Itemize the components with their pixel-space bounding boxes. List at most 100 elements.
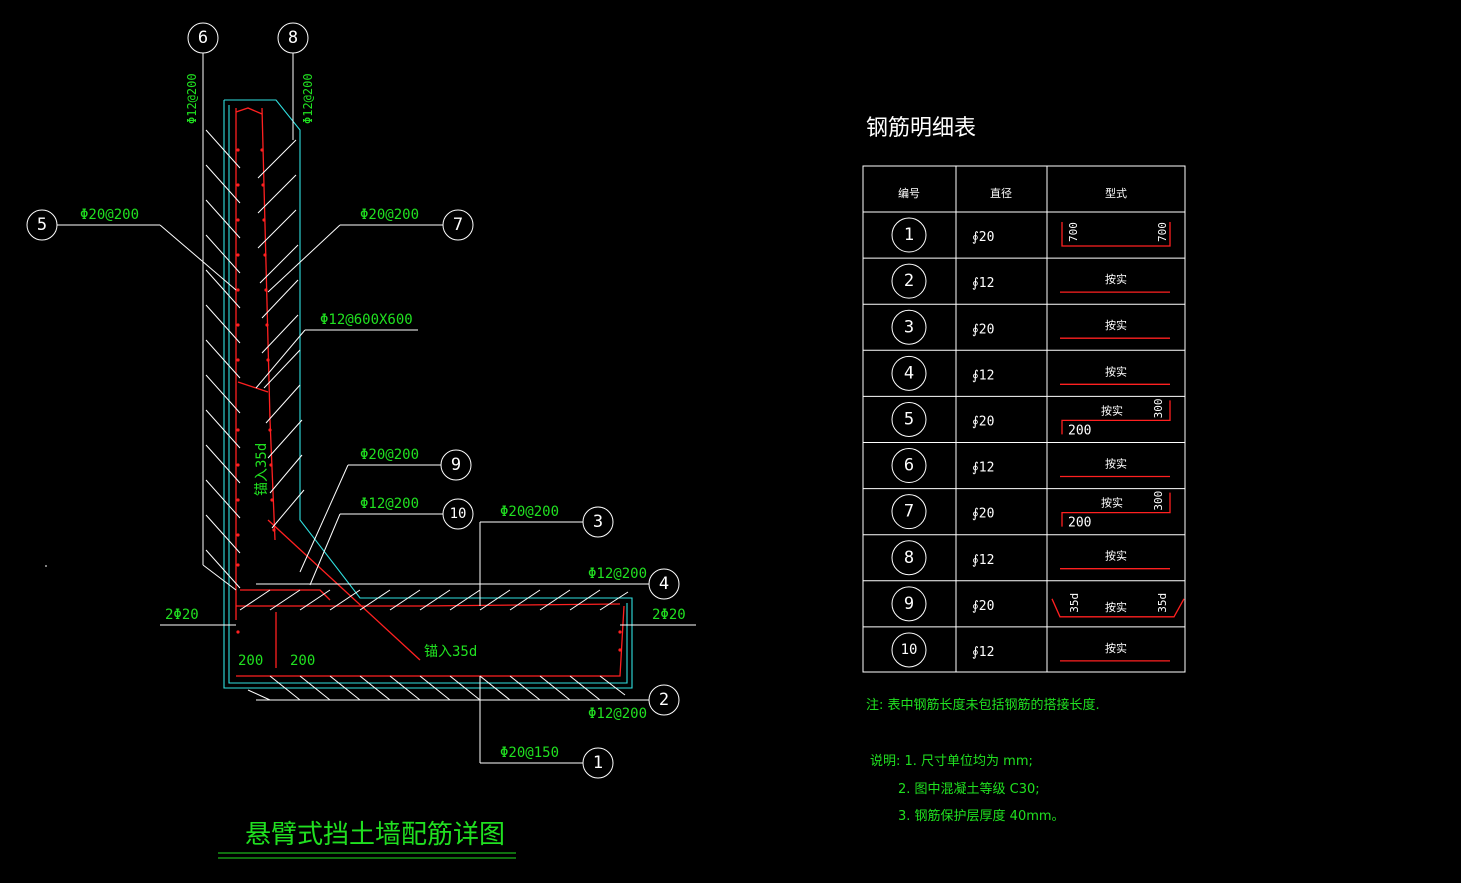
callout-5-label: Φ20@200 [80, 207, 139, 223]
drawing-title-text: 悬臂式挡土墙配筋详图 [245, 820, 505, 850]
notes: 注: 表中钢筋长度未包括钢筋的搭接长度. 说明: 1. 尺寸单位均为 mm; 2… [866, 697, 1100, 824]
header-num: 编号 [898, 186, 920, 200]
callout-8-num: 8 [288, 28, 298, 48]
callout-spacer: Φ12@600X600 [255, 312, 418, 389]
hatch-lines [205, 129, 629, 701]
right-bars-label: 2Φ20 [652, 607, 686, 623]
row-dia: ∮12 [972, 553, 994, 568]
callout-10-num: 10 [450, 506, 467, 522]
shape-label: 200 [1068, 516, 1091, 531]
callout-9-num: 9 [451, 455, 461, 475]
shape-label: 按实 [1105, 549, 1127, 563]
anchor-wall-label: 锚入35d [254, 443, 270, 496]
shape-label: 按实 [1101, 496, 1123, 510]
rebar-dots [236, 148, 622, 652]
rebar-lines [235, 107, 625, 677]
rebar-schedule: 钢筋明细表 编号 直径 型式 1 ∮20 700 700 2 ∮12 按实 3 ∮20 按实 4 ∮1… [862, 116, 1186, 673]
row-dia: ∮20 [972, 599, 994, 614]
callout-spacer-label: Φ12@600X600 [320, 312, 413, 328]
shape-label: 按实 [1105, 318, 1127, 332]
row-dia: ∮12 [972, 276, 994, 291]
row-num-bubble [891, 217, 927, 253]
shape-label: 700 [1156, 222, 1169, 242]
desc-3: 3. 钢筋保护层厚度 40mm。 [898, 808, 1065, 824]
row-dia: ∮20 [972, 414, 994, 429]
shape-line [1051, 598, 1185, 618]
table-row: 4 ∮12 按实 [891, 355, 1170, 391]
callout-7-label: Φ20@200 [360, 207, 419, 223]
shape-label: 按实 [1105, 457, 1127, 471]
shape-line [1061, 492, 1171, 527]
row-num-bubble [891, 355, 927, 391]
row-dia: ∮20 [972, 507, 994, 522]
row-num-bubble [891, 263, 927, 299]
callout-4-label: Φ12@200 [588, 566, 647, 582]
callout-10-label: Φ12@200 [360, 496, 419, 512]
callout-7-num: 7 [453, 215, 463, 235]
row-num: 8 [904, 548, 914, 568]
side-labels: 2Φ20 2Φ20 200 200 锚入35d 锚入35d [45, 443, 696, 669]
row-dia: ∮12 [972, 368, 994, 383]
callout-6: 6 Φ12@200 [185, 22, 237, 591]
desc-2: 2. 图中混凝土等级 C30; [898, 781, 1040, 797]
table-row: 3 ∮20 按实 [891, 309, 1170, 345]
callout-2-num: 2 [659, 690, 669, 710]
row-dia: ∮20 [972, 230, 994, 245]
shape-label: 按实 [1101, 403, 1123, 417]
row-num: 1 [904, 225, 914, 245]
row-num: 4 [904, 363, 914, 383]
table-rows: 1 ∮20 700 700 2 ∮12 按实 3 ∮20 按实 4 ∮12 按实 5 ∮20 按实 300 200… [891, 217, 1185, 668]
table-title: 钢筋明细表 [866, 116, 976, 141]
shape-label: 按实 [1105, 600, 1127, 614]
callout-5-num: 5 [37, 215, 47, 235]
desc-head: 说明: 1. 尺寸单位均为 mm; [870, 754, 1033, 769]
shape-label: 35d [1068, 593, 1081, 613]
callout-9: 9 Φ20@200 [299, 447, 472, 573]
row-num: 6 [904, 456, 914, 476]
shape-label: 200 [1068, 423, 1091, 438]
row-dia: ∮20 [972, 322, 994, 337]
dim-mid: 200 [290, 653, 315, 669]
shape-label: 按实 [1105, 364, 1127, 378]
row-num: 10 [901, 642, 918, 658]
row-num: 5 [904, 409, 914, 429]
callout-1-num: 1 [593, 753, 603, 773]
callout-6-num: 6 [198, 28, 208, 48]
shape-line [1061, 400, 1171, 435]
row-dia: ∮12 [972, 461, 994, 476]
shape-line [1061, 222, 1171, 247]
row-num-bubble [891, 448, 927, 484]
shape-label: 按实 [1105, 641, 1127, 655]
shape-label: 700 [1067, 222, 1080, 242]
row-num-bubble [891, 632, 927, 668]
row-num-bubble [891, 309, 927, 345]
table-row: 6 ∮12 按实 [891, 448, 1170, 484]
table-row: 10 ∮12 按实 [891, 632, 1170, 668]
table-row: 8 ∮12 按实 [891, 540, 1170, 576]
callout-2: 2 Φ12@200 [256, 684, 680, 722]
callout-3: 3 Φ20@200 [479, 504, 614, 606]
row-num-bubble [891, 586, 927, 622]
header-dia: 直径 [990, 186, 1012, 200]
row-dia: ∮12 [972, 645, 994, 660]
row-num-bubble [891, 540, 927, 576]
shape-label: 300 [1152, 491, 1165, 511]
header-shape: 型式 [1105, 186, 1127, 200]
row-num: 3 [904, 317, 914, 337]
callout-4-num: 4 [659, 574, 669, 594]
row-num: 2 [904, 271, 914, 291]
dim-left: 200 [238, 653, 263, 669]
callout-7: 7 Φ20@200 [267, 207, 474, 293]
callout-3-label: Φ20@200 [500, 504, 559, 520]
shape-label: 按实 [1105, 272, 1127, 286]
drawing-title: 悬臂式挡土墙配筋详图 [218, 820, 516, 859]
row-num: 7 [904, 502, 914, 522]
callout-3-num: 3 [593, 512, 603, 532]
callout-8: 8 Φ12@200 [277, 22, 315, 140]
table-row: 2 ∮12 按实 [891, 263, 1170, 299]
callout-4: 4 Φ12@200 [256, 566, 680, 600]
row-num-bubble [891, 401, 927, 437]
